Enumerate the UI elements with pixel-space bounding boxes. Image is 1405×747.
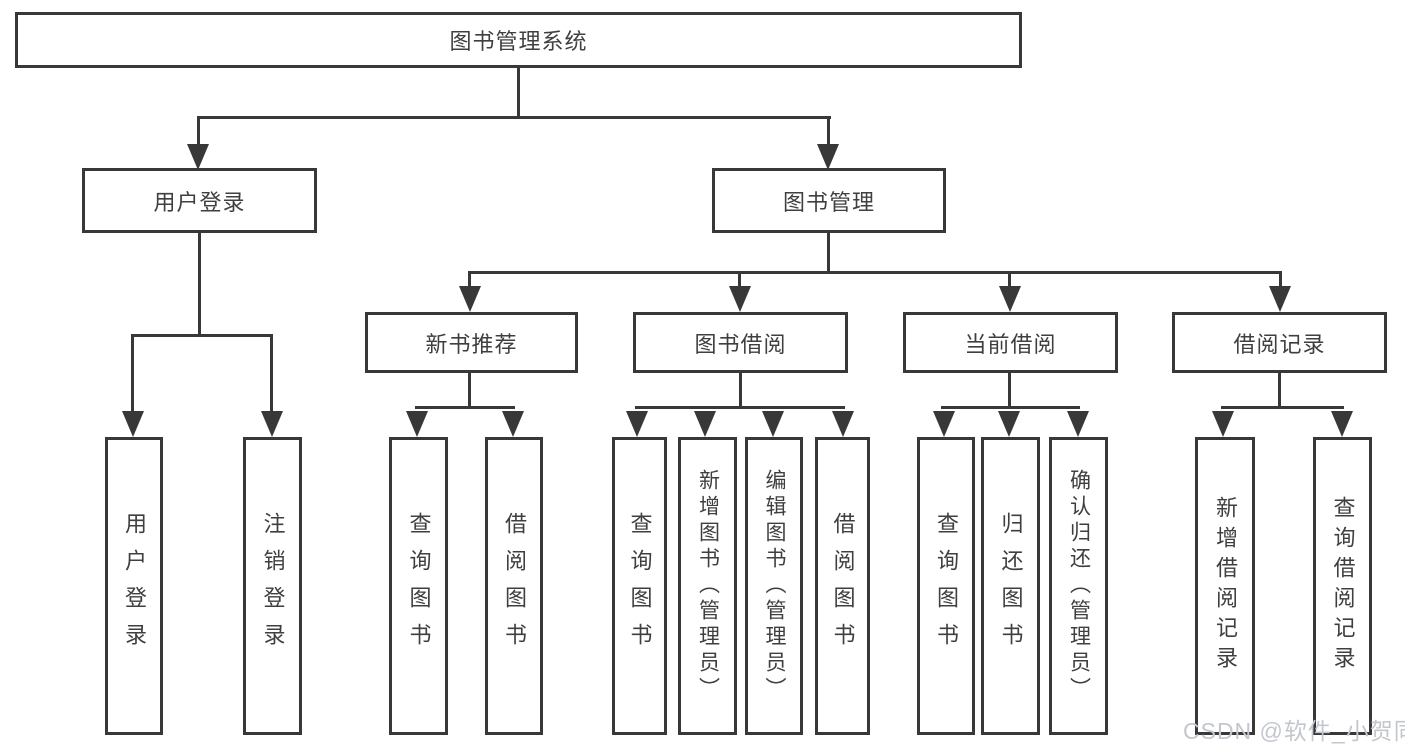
arrowhead-records-leaf-1: [1212, 411, 1234, 437]
connector-l3-drop-1: [468, 271, 471, 289]
leaf-borrow-query-books-label: 查询图书: [627, 512, 653, 660]
arrowhead-book-borrow: [729, 286, 751, 312]
node-book-management: 图书管理: [712, 168, 946, 233]
arrowhead-borrow-leaf-2: [694, 411, 716, 437]
arrowhead-current-leaf-1: [933, 411, 955, 437]
node-book-borrow: 图书借阅: [633, 312, 848, 373]
arrowhead-newrec-leaf-2: [502, 411, 524, 437]
connector-root-stem: [517, 68, 520, 118]
arrowhead-leaf-logout: [261, 411, 283, 437]
node-book-management-label: 图书管理: [782, 189, 875, 215]
node-user-login: 用户登录: [82, 168, 317, 233]
arrowhead-borrow-records: [1269, 286, 1291, 312]
connector-userlogin-bus: [131, 334, 273, 337]
connector-userlogin-drop-1: [131, 334, 134, 413]
leaf-newrec-borrow-books-label: 借阅图书: [502, 512, 527, 660]
node-current-borrow-label: 当前借阅: [964, 331, 1057, 357]
arrowhead-new-book-recommend: [459, 286, 481, 312]
leaf-borrow-borrow-books-label: 借阅图书: [830, 512, 856, 660]
connector-current-bus: [941, 406, 1080, 409]
leaf-borrow-edit-books-admin-label: 编辑图书（管理员）: [763, 469, 786, 703]
leaf-user-login-label: 用户登录: [122, 512, 147, 660]
arrowhead-borrow-leaf-3: [762, 411, 784, 437]
node-borrow-records: 借阅记录: [1172, 312, 1387, 373]
arrowhead-borrow-leaf-1: [626, 411, 648, 437]
connector-records-bus: [1221, 406, 1344, 409]
leaf-current-query-books: 查询图书: [917, 437, 975, 735]
node-user-login-label: 用户登录: [153, 189, 246, 215]
arrowhead-current-leaf-3: [1067, 411, 1089, 437]
leaf-current-query-books-label: 查询图书: [934, 512, 959, 660]
node-root-label: 图书管理系统: [449, 29, 588, 54]
arrowhead-borrow-leaf-4: [832, 411, 854, 437]
leaf-newrec-borrow-books: 借阅图书: [485, 437, 543, 735]
leaf-borrow-add-books-admin: 新增图书（管理员）: [678, 437, 737, 735]
arrowhead-current-borrow: [999, 286, 1021, 312]
node-borrow-records-label: 借阅记录: [1233, 331, 1326, 357]
leaf-borrow-add-books-admin-label: 新增图书（管理员）: [696, 469, 720, 703]
node-current-borrow: 当前借阅: [903, 312, 1118, 373]
leaf-borrow-edit-books-admin: 编辑图书（管理员）: [745, 437, 803, 735]
leaf-records-add-record: 新增借阅记录: [1195, 437, 1255, 735]
connector-root-drop-left: [197, 116, 200, 146]
node-root: 图书管理系统: [15, 12, 1022, 68]
leaf-current-confirm-return-admin-label: 确认归还（管理员）: [1067, 469, 1091, 703]
leaf-current-return-books-label: 归还图书: [998, 512, 1024, 660]
connector-l3-drop-3: [1008, 271, 1011, 289]
leaf-newrec-query-books: 查询图书: [389, 437, 448, 735]
connector-root-drop-right: [827, 116, 830, 146]
connector-userlogin-stem: [198, 233, 201, 336]
connector-newrec-stem: [468, 373, 471, 409]
leaf-records-query-record-label: 查询借阅记录: [1330, 496, 1356, 676]
leaf-newrec-query-books-label: 查询图书: [406, 512, 432, 660]
leaf-records-add-record-label: 新增借阅记录: [1213, 496, 1238, 676]
node-new-book-recommend-label: 新书推荐: [425, 331, 518, 357]
leaf-records-query-record: 查询借阅记录: [1313, 437, 1372, 735]
connector-root-bus: [197, 116, 831, 119]
leaf-borrow-query-books: 查询图书: [612, 437, 667, 735]
node-new-book-recommend: 新书推荐: [365, 312, 578, 373]
connector-records-stem: [1278, 373, 1281, 409]
leaf-current-confirm-return-admin: 确认归还（管理员）: [1049, 437, 1108, 735]
arrowhead-records-leaf-2: [1331, 411, 1353, 437]
leaf-logout: 注销登录: [243, 437, 302, 735]
arrowhead-leaf-login: [122, 411, 144, 437]
leaf-user-login: 用户登录: [105, 437, 163, 735]
connector-l3-drop-2: [738, 271, 741, 289]
connector-borrow-stem: [739, 373, 742, 409]
connector-bookmgmt-bus: [468, 271, 1282, 274]
connector-borrow-bus: [635, 406, 845, 409]
arrowhead-book-management: [817, 144, 839, 170]
arrowhead-current-leaf-2: [998, 411, 1020, 437]
connector-userlogin-drop-2: [270, 334, 273, 413]
leaf-borrow-borrow-books: 借阅图书: [815, 437, 870, 735]
leaf-current-return-books: 归还图书: [981, 437, 1040, 735]
connector-current-stem: [1008, 373, 1011, 409]
leaf-logout-label: 注销登录: [260, 512, 286, 660]
node-book-borrow-label: 图书借阅: [694, 331, 787, 357]
connector-newrec-bus: [415, 406, 515, 409]
arrowhead-user-login: [187, 144, 209, 170]
connector-bookmgmt-stem: [827, 233, 830, 274]
arrowhead-newrec-leaf-1: [406, 411, 428, 437]
csdn-watermark: CSDN @软件_小贺同学: [1183, 718, 1405, 744]
connector-l3-drop-4: [1279, 271, 1282, 289]
